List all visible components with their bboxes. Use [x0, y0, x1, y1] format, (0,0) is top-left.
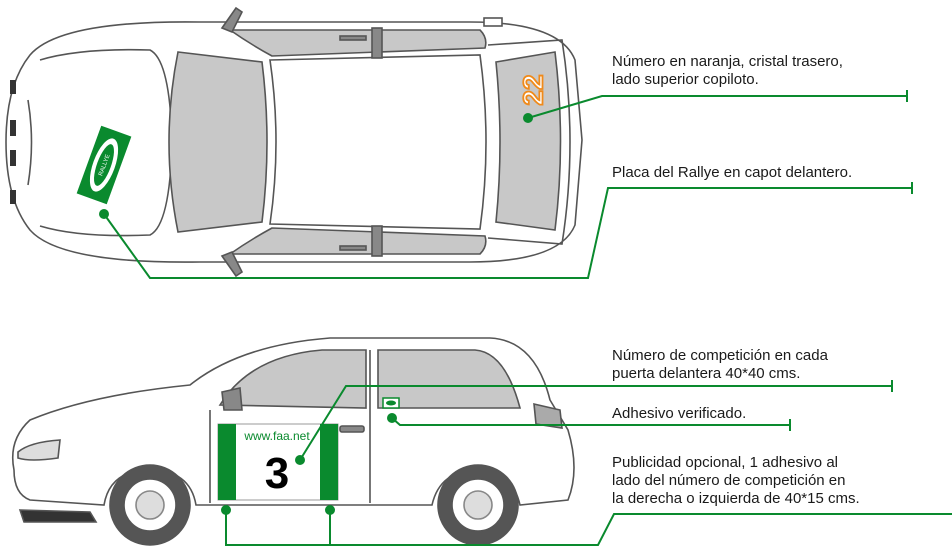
annotation-rear-number: Número en naranja, cristal trasero, lado…	[612, 53, 843, 89]
dot-ads-right	[325, 505, 335, 515]
car-top-hood-crease	[27, 99, 33, 186]
annotation-door-number: Número de competición en cada puerta del…	[612, 347, 828, 383]
car-side-door-handle	[339, 425, 365, 433]
annotation-optional-ads-line-3: la derecha o izquierda de 40*15 cms.	[612, 490, 860, 507]
car-top-rear-window	[495, 51, 562, 231]
leader-lines	[103, 90, 952, 546]
door-panel-number: 3	[265, 449, 289, 498]
annotation-hood-plate-line-1: Placa del Rallye en capot delantero.	[612, 164, 853, 181]
dot-verified-sticker	[387, 413, 397, 423]
car-side-headlight	[17, 439, 61, 461]
door-panel-url: www.faa.net	[243, 429, 310, 443]
car-top-view	[5, 6, 583, 278]
annotation-door-number-line-2: puerta delantera 40*40 cms.	[612, 365, 801, 382]
rear-window-number: 22	[517, 74, 548, 105]
car-top-b-pillar-lower	[371, 225, 383, 257]
annotation-rear-number-line-2: lado superior copiloto.	[612, 71, 759, 88]
car-side-mirror	[221, 387, 243, 411]
annotation-optional-ads-line-2: lado del número de competición en	[612, 472, 846, 489]
hood-rally-plate: RALLYE	[76, 125, 132, 205]
dot-rear-number	[523, 113, 533, 123]
car-side-view	[11, 337, 575, 546]
annotation-optional-ads-line-1: Publicidad opcional, 1 adhesivo al	[612, 454, 838, 471]
annotation-verified-sticker: Adhesivo verificado.	[612, 405, 746, 423]
car-top-handle-upper	[339, 35, 367, 41]
car-top-side-window-upper	[227, 29, 487, 57]
car-side-tail-light	[533, 402, 563, 429]
car-top-windshield	[168, 51, 268, 233]
annotation-rear-number-line-1: Número en naranja, cristal trasero,	[612, 53, 843, 70]
car-top-b-pillar-upper	[371, 27, 383, 59]
leader-door-number	[299, 385, 892, 461]
annotation-door-number-line-1: Número de competición en cada	[612, 347, 828, 364]
dot-door-number	[295, 455, 305, 465]
car-top-rear-edge	[487, 39, 571, 245]
leader-hood-plate	[103, 187, 912, 279]
car-side-front-bumper	[18, 509, 98, 523]
leader-rear-number	[527, 95, 907, 119]
car-side-door-line	[209, 350, 371, 503]
car-top-mirror-upper	[220, 6, 244, 34]
car-top-roof	[269, 54, 487, 230]
door-number-panel: www.faa.net 3	[217, 423, 339, 501]
car-top-grille	[10, 80, 16, 204]
car-top-mirror-lower	[220, 250, 244, 278]
car-side-rear-window	[377, 349, 522, 409]
leader-dots	[99, 113, 533, 515]
car-top-side-window-lower	[227, 227, 487, 255]
door-ad-strip-right	[320, 424, 338, 500]
verified-sticker	[382, 397, 400, 409]
annotation-optional-ads: Publicidad opcional, 1 adhesivo al lado …	[612, 454, 860, 508]
dot-hood-plate	[99, 209, 109, 219]
car-top-handle-lower	[339, 245, 367, 251]
annotation-verified-sticker-line-1: Adhesivo verificado.	[612, 405, 747, 422]
leader-optional-ads	[225, 510, 952, 546]
annotation-hood-plate: Placa del Rallye en capot delantero.	[612, 164, 852, 182]
car-top-fuel-cap	[483, 17, 503, 27]
dot-ads-left	[221, 505, 231, 515]
door-ad-strip-left	[218, 424, 236, 500]
